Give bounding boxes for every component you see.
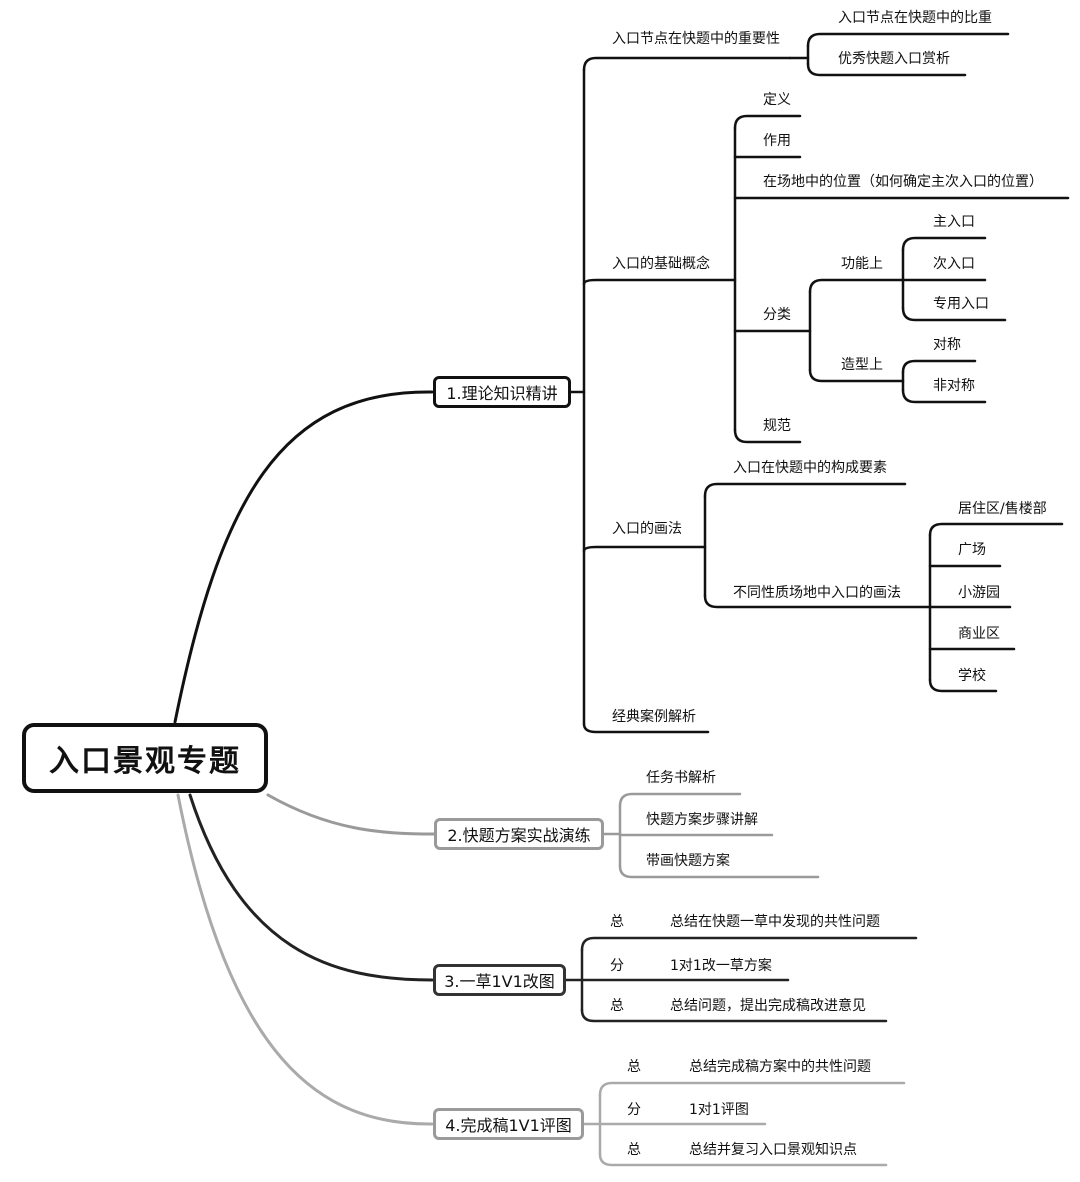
curve-root-b2 (266, 793, 436, 836)
b4-tag-1: 总 (627, 1059, 641, 1075)
topic-school: 学校 (958, 668, 986, 684)
branch-draft-review: 3.一草1V1改图 (433, 964, 566, 996)
topic-drawing: 入口的画法 (612, 521, 682, 537)
topic-form: 造型上 (841, 357, 883, 373)
curve-root-b3 (188, 793, 434, 982)
topic-definition: 定义 (763, 92, 791, 108)
b3-tag-3: 总 (610, 998, 624, 1014)
b4-tag-2: 分 (627, 1102, 641, 1118)
curve-root-b4 (176, 793, 434, 1126)
topic-function: 作用 (763, 133, 791, 149)
topic-steps: 快题方案步骤讲解 (646, 812, 758, 828)
root-topic: 入口景观专题 (22, 723, 268, 793)
b3-tag-1: 总 (610, 914, 624, 930)
topic-residential: 居住区/售楼部 (958, 501, 1047, 517)
topic-commercial: 商业区 (958, 626, 1000, 642)
topic-importance: 入口节点在快题中的重要性 (612, 31, 780, 47)
curve-root-b1 (173, 390, 434, 724)
b4-text-1: 总结完成稿方案中的共性问题 (689, 1059, 871, 1075)
topic-different-sites: 不同性质场地中入口的画法 (733, 585, 901, 601)
b4-text-2: 1对1评图 (689, 1102, 749, 1118)
topic-small-park: 小游园 (958, 585, 1000, 601)
b4-tag-3: 总 (627, 1142, 641, 1158)
topic-special-entrance: 专用入口 (933, 296, 989, 312)
topic-basic-concept: 入口的基础概念 (612, 256, 710, 272)
branch-final-review: 4.完成稿1V1评图 (433, 1108, 584, 1140)
topic-main-entrance: 主入口 (933, 214, 975, 230)
topic-norm: 规范 (763, 418, 791, 434)
topic-elements: 入口在快题中的构成要素 (733, 460, 887, 476)
branch-practice: 2.快题方案实战演练 (434, 818, 604, 850)
topic-position: 在场地中的位置（如何确定主次入口的位置） (763, 174, 1043, 190)
topic-cases: 经典案例解析 (612, 709, 696, 725)
topic-task-analysis: 任务书解析 (646, 770, 716, 786)
topic-guided-drawing: 带画快题方案 (646, 853, 730, 869)
branch-theory: 1.理论知识精讲 (433, 376, 571, 408)
topic-square: 广场 (958, 542, 986, 558)
b3-tag-2: 分 (610, 958, 624, 974)
topic-classify: 分类 (763, 307, 791, 323)
topic-importance-ratio: 入口节点在快题中的比重 (838, 10, 992, 26)
b3-text-1: 总结在快题一草中发现的共性问题 (670, 914, 880, 930)
topic-importance-examples: 优秀快题入口赏析 (838, 51, 950, 67)
topic-asymmetric: 非对称 (933, 378, 975, 394)
b3-text-2: 1对1改一草方案 (670, 958, 772, 974)
topic-functional: 功能上 (841, 256, 883, 272)
topic-secondary-entrance: 次入口 (933, 256, 975, 272)
topic-symmetric: 对称 (933, 337, 961, 353)
b4-text-3: 总结并复习入口景观知识点 (689, 1142, 857, 1158)
b3-text-3: 总结问题，提出完成稿改进意见 (670, 998, 866, 1014)
